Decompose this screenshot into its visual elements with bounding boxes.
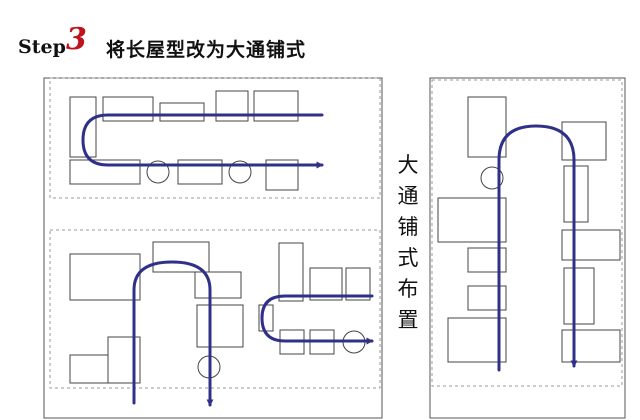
step-word: Step xyxy=(18,36,66,58)
right-store-fixtures xyxy=(437,96,621,363)
right-panel-frame xyxy=(429,77,626,419)
step-number: 3 xyxy=(66,22,87,57)
side-label-char: 铺 xyxy=(397,215,419,239)
dashed-borders xyxy=(49,77,623,389)
side-label: 大 通 铺 式 布 置 xyxy=(388,150,428,336)
shelf-fixture xyxy=(69,253,141,301)
right-store-border xyxy=(431,79,623,387)
arrow-path-icon xyxy=(260,294,374,345)
shelf-fixture xyxy=(196,304,244,348)
side-label-char: 大 xyxy=(397,153,419,177)
top-store-fixtures xyxy=(69,90,299,191)
top-store-border xyxy=(49,77,381,199)
step-title: 将长屋型改为大通铺式 xyxy=(106,39,307,61)
arrow-path-icon xyxy=(81,113,324,169)
side-label-char: 置 xyxy=(397,308,419,332)
shelf-fixture xyxy=(278,242,304,302)
shelf-fixture xyxy=(561,229,621,261)
arrow-path-icon xyxy=(497,124,578,372)
side-label-char: 通 xyxy=(397,184,419,208)
arrow-path-icon xyxy=(132,260,214,407)
bottom-store-fixtures xyxy=(69,241,371,384)
shelf-fixture xyxy=(69,354,109,384)
shelf-fixture xyxy=(159,102,205,122)
shelf-fixture xyxy=(563,267,595,325)
side-label-char: 式 xyxy=(397,246,419,270)
shelf-fixture xyxy=(563,165,589,223)
shelf-fixture xyxy=(102,96,154,122)
side-label-char: 布 xyxy=(397,277,419,301)
bottom-store-border xyxy=(49,229,381,389)
shelf-fixture xyxy=(561,329,621,363)
shelf-fixture xyxy=(447,317,507,363)
circulation-paths xyxy=(81,113,578,407)
shelf-fixture xyxy=(194,271,242,299)
shelf-fixture xyxy=(437,197,507,243)
